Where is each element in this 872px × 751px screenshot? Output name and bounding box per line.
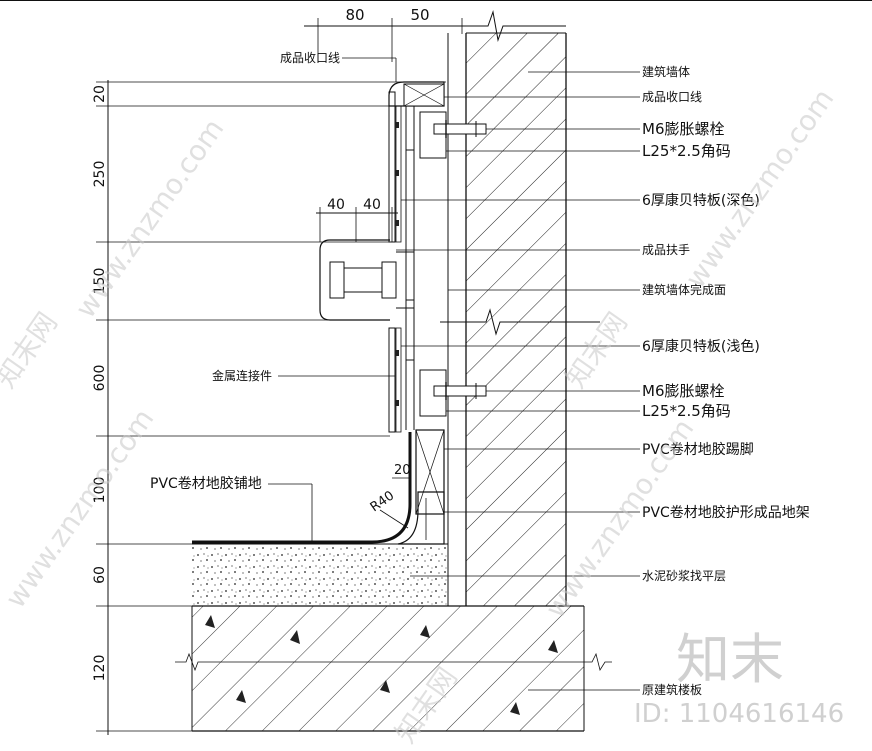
dim-left-4: 600 <box>92 365 108 392</box>
top-trim-cap <box>388 81 445 107</box>
dim-top-2: 50 <box>410 6 429 24</box>
fillet-dimensions: 20 R40 <box>368 463 411 529</box>
watermark-site-cn-2: 知末网 <box>559 306 634 394</box>
floor-slab <box>175 605 612 732</box>
label-angle-code-upper: L25*2.5角码 <box>642 142 731 160</box>
building-wall <box>440 10 600 606</box>
dim-left-1: 20 <box>92 85 108 103</box>
mortar-screed <box>192 543 448 606</box>
label-handrail: 成品扶手 <box>642 242 690 257</box>
label-pvc-floor: PVC卷材地胶铺地 <box>150 475 262 492</box>
watermark-site-1: www.znzmo.com <box>69 113 231 324</box>
label-wall-finish: 建筑墙体完成面 <box>642 282 726 297</box>
dim-left-7: 120 <box>92 655 108 682</box>
label-angle-code-lower: L25*2.5角码 <box>642 402 731 420</box>
label-metal-connector: 金属连接件 <box>212 368 272 383</box>
dim-top-1: 80 <box>345 6 364 24</box>
dim-left-6: 60 <box>92 566 108 584</box>
kangbeite-panels <box>388 91 402 433</box>
top-dimension-chain: 80 50 <box>304 6 470 62</box>
dim-left-2: 250 <box>92 161 108 188</box>
dim-mid-1: 40 <box>327 197 345 213</box>
label-trim-top: 成品收口线 <box>280 51 340 65</box>
pvc-floor-and-skirting <box>192 429 445 545</box>
label-panel-dark: 6厚康贝特板(深色) <box>642 192 760 209</box>
watermark-brand: 知末 <box>676 628 784 691</box>
right-labels: 建筑墙体 成品收口线 M6膨胀螺栓 L25*2.5角码 6厚康贝特板(深色) 成… <box>642 64 810 697</box>
left-dimension-chain: 20 250 150 600 100 60 120 <box>92 80 446 735</box>
label-panel-light: 6厚康贝特板(浅色) <box>642 338 760 355</box>
dim-mid-2: 40 <box>363 197 381 213</box>
watermark-site-2: www.znzmo.com <box>679 83 841 294</box>
watermark-site-cn-1: 知末网 <box>0 306 64 394</box>
watermark-site-3: www.znzmo.com <box>0 403 160 614</box>
label-pvc-skirting: PVC卷材地胶踢脚 <box>642 441 754 458</box>
keel-frame <box>405 106 415 430</box>
label-pvc-floor-frame: PVC卷材地胶护形成品地架 <box>642 504 810 521</box>
label-m6-bolt-upper: M6膨胀螺栓 <box>642 120 725 138</box>
watermark-id: ID: 1104616146 <box>634 699 844 729</box>
dim-left-5: 100 <box>92 477 108 504</box>
label-building-wall: 建筑墙体 <box>642 64 690 79</box>
left-leaders: 成品收口线 金属连接件 PVC卷材地胶铺地 <box>150 51 397 542</box>
label-trim-line: 成品收口线 <box>642 90 702 104</box>
label-mortar-screed: 水泥砂浆找平层 <box>642 568 726 583</box>
dim-fillet-20: 20 <box>394 463 411 478</box>
dim-left-3: 150 <box>92 268 108 295</box>
label-m6-bolt-lower: M6膨胀螺栓 <box>642 382 725 400</box>
mid-dimension-chain: 40 40 <box>316 197 398 242</box>
label-floor-slab: 原建筑楼板 <box>642 682 702 697</box>
right-leaders <box>396 71 640 691</box>
handrail <box>319 239 414 321</box>
angle-brackets-and-bolts <box>419 111 487 417</box>
